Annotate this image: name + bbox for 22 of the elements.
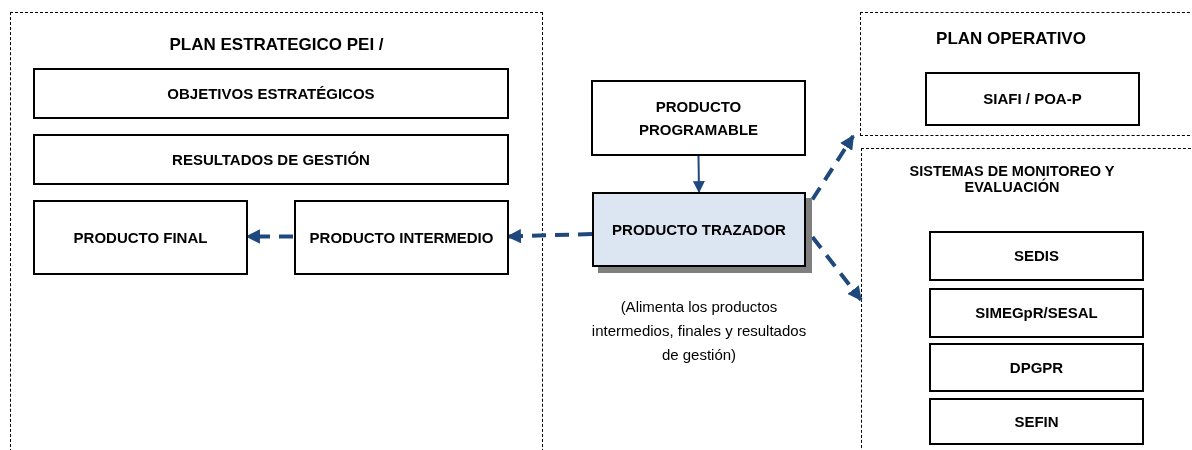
process-box: PRODUCTO INTERMEDIO	[294, 200, 509, 275]
process-box: DPGPR	[929, 343, 1144, 392]
process-box: PRODUCTO PROGRAMABLE	[591, 80, 806, 156]
process-box: SIAFI / POA-P	[925, 72, 1140, 126]
arrow	[506, 228, 593, 244]
process-box: SIMEGpR/SESAL	[929, 288, 1144, 338]
group-heading: SISTEMAS DE MONITOREO Y EVALUACIÓN	[908, 163, 1116, 195]
process-box: RESULTADOS DE GESTIÓN	[33, 134, 509, 185]
process-box: PRODUCTO FINAL	[33, 200, 248, 275]
arrow	[810, 235, 863, 302]
caption-text: (Alimenta los productos intermedios, finales y resultados de gestión)	[590, 297, 808, 365]
dashed-group-frame	[860, 12, 1192, 136]
process-box: SEDIS	[929, 231, 1144, 281]
process-box: SEFIN	[929, 398, 1144, 445]
arrow	[245, 229, 293, 244]
arrow	[810, 134, 855, 201]
group-heading: PLAN OPERATIVO	[935, 29, 1087, 49]
group-heading: PLAN ESTRATEGICO PEI /	[168, 35, 385, 55]
arrow	[692, 155, 705, 194]
dashed-group-frame	[861, 148, 1192, 450]
dashed-group-frame	[10, 12, 543, 450]
process-box: OBJETIVOS ESTRATÉGICOS	[33, 68, 509, 119]
